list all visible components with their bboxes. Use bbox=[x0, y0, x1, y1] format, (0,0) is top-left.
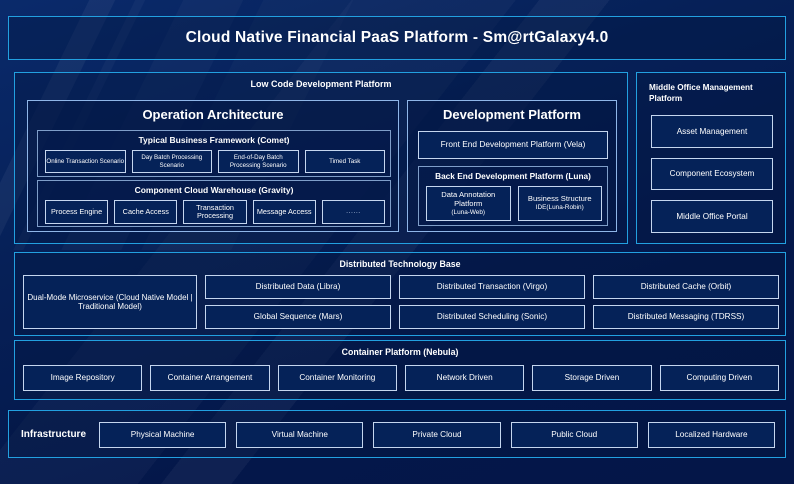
chip-component-ecosystem[interactable]: Component Ecosystem bbox=[651, 157, 773, 191]
chip-business-structure-ide[interactable]: Business Structure IDE(Luna-Robin) bbox=[517, 186, 602, 221]
container-platform-items: Image Repository Container Arrangement C… bbox=[23, 365, 779, 391]
infrastructure-panel: Infrastructure Physical Machine Virtual … bbox=[8, 410, 786, 458]
chip-storage-driven[interactable]: Storage Driven bbox=[532, 365, 652, 391]
chip-business-structure-name: Business Structure bbox=[527, 194, 592, 204]
dtb-column-1: Distributed Data (Libra) Global Sequence… bbox=[205, 275, 391, 329]
chip-physical-machine[interactable]: Physical Machine bbox=[99, 422, 227, 448]
distributed-technology-base-panel: Distributed Technology Base Dual-Mode Mi… bbox=[14, 252, 786, 336]
chip-business-structure-sub: IDE(Luna-Robin) bbox=[535, 204, 584, 212]
dtb-column-3: Distributed Cache (Orbit) Distributed Me… bbox=[593, 275, 779, 329]
chip-dual-mode-microservice[interactable]: Dual-Mode Microservice (Cloud Native Mod… bbox=[23, 275, 197, 329]
middle-office-items: Asset Management Component Ecosystem Mid… bbox=[651, 115, 773, 234]
chip-computing-driven[interactable]: Computing Driven bbox=[659, 365, 779, 391]
component-cloud-warehouse-title: Component Cloud Warehouse (Gravity) bbox=[134, 185, 294, 195]
chip-day-batch-processing-scenario[interactable]: Day Batch Processing Scenario bbox=[131, 150, 212, 173]
component-cloud-warehouse-items: Process Engine Cache Access Transaction … bbox=[45, 200, 386, 224]
chip-private-cloud[interactable]: Private Cloud bbox=[373, 422, 501, 448]
chip-message-access[interactable]: Message Access bbox=[252, 200, 316, 224]
container-platform-title: Container Platform (Nebula) bbox=[341, 347, 459, 357]
back-end-development-platform-panel: Back End Development Platform (Luna) Dat… bbox=[418, 166, 608, 226]
chip-online-transaction-scenario[interactable]: Online Transaction Scenario bbox=[45, 150, 126, 173]
typical-business-framework-title: Typical Business Framework (Comet) bbox=[138, 135, 290, 145]
chip-data-annotation-platform[interactable]: Data Annotation Platform (Luna-Web) bbox=[426, 186, 511, 221]
operation-architecture-title: Operation Architecture bbox=[142, 107, 284, 122]
low-code-platform-title: Low Code Development Platform bbox=[250, 79, 392, 89]
chip-timed-task[interactable]: Timed Task bbox=[304, 150, 385, 173]
chip-container-monitoring[interactable]: Container Monitoring bbox=[277, 365, 397, 391]
chip-more-ellipsis[interactable]: ...... bbox=[321, 200, 386, 224]
infrastructure-label: Infrastructure bbox=[21, 428, 87, 440]
low-code-platform-panel: Low Code Development Platform Operation … bbox=[14, 72, 628, 244]
chip-asset-management[interactable]: Asset Management bbox=[651, 115, 773, 148]
chip-data-annotation-platform-sub: (Luna-Web) bbox=[451, 208, 486, 216]
chip-distributed-messaging[interactable]: Distributed Messaging (TDRSS) bbox=[593, 305, 779, 329]
chip-image-repository[interactable]: Image Repository bbox=[23, 365, 143, 391]
chip-cache-access[interactable]: Cache Access bbox=[114, 200, 178, 224]
chip-public-cloud[interactable]: Public Cloud bbox=[510, 422, 638, 448]
chip-distributed-scheduling[interactable]: Distributed Scheduling (Sonic) bbox=[399, 305, 585, 329]
distributed-technology-base-title: Distributed Technology Base bbox=[339, 259, 461, 269]
title-banner: Cloud Native Financial PaaS Platform - S… bbox=[8, 16, 786, 60]
chip-container-arrangement[interactable]: Container Arrangement bbox=[150, 365, 270, 391]
operation-architecture-panel: Operation Architecture Typical Business … bbox=[27, 100, 399, 232]
chip-distributed-data[interactable]: Distributed Data (Libra) bbox=[205, 275, 391, 299]
typical-business-framework-items: Online Transaction Scenario Day Batch Pr… bbox=[45, 150, 385, 173]
chip-global-sequence[interactable]: Global Sequence (Mars) bbox=[205, 305, 391, 329]
middle-office-panel: Middle Office Management Platform Asset … bbox=[636, 72, 786, 244]
development-platform-panel: Development Platform Front End Developme… bbox=[407, 100, 617, 232]
infrastructure-items: Physical Machine Virtual Machine Private… bbox=[99, 422, 776, 448]
chip-middle-office-portal[interactable]: Middle Office Portal bbox=[651, 200, 773, 234]
chip-distributed-cache[interactable]: Distributed Cache (Orbit) bbox=[593, 275, 779, 299]
middle-office-title: Middle Office Management Platform bbox=[649, 83, 753, 104]
development-platform-title: Development Platform bbox=[443, 107, 581, 122]
chip-transaction-processing[interactable]: Transaction Processing bbox=[183, 200, 247, 224]
chip-network-driven[interactable]: Network Driven bbox=[404, 365, 525, 391]
chip-process-engine[interactable]: Process Engine bbox=[45, 200, 109, 224]
chip-distributed-transaction[interactable]: Distributed Transaction (Virgo) bbox=[399, 275, 585, 299]
chip-virtual-machine[interactable]: Virtual Machine bbox=[236, 422, 364, 448]
chip-localized-hardware[interactable]: Localized Hardware bbox=[647, 422, 776, 448]
container-platform-panel: Container Platform (Nebula) Image Reposi… bbox=[14, 340, 786, 400]
back-end-development-platform-title: Back End Development Platform (Luna) bbox=[435, 171, 591, 181]
back-end-items: Data Annotation Platform (Luna-Web) Busi… bbox=[426, 186, 602, 221]
component-cloud-warehouse-panel: Component Cloud Warehouse (Gravity) Proc… bbox=[37, 180, 391, 227]
chip-data-annotation-platform-name: Data Annotation Platform bbox=[441, 190, 496, 208]
chip-end-of-day-batch-processing-scenario[interactable]: End-of-Day Batch Processing Scenario bbox=[218, 150, 299, 173]
typical-business-framework-panel: Typical Business Framework (Comet) Onlin… bbox=[37, 130, 391, 177]
page-title: Cloud Native Financial PaaS Platform - S… bbox=[185, 29, 609, 46]
distributed-technology-base-items: Dual-Mode Microservice (Cloud Native Mod… bbox=[23, 275, 779, 329]
dtb-column-2: Distributed Transaction (Virgo) Distribu… bbox=[399, 275, 585, 329]
chip-front-end-development-platform[interactable]: Front End Development Platform (Vela) bbox=[418, 131, 608, 159]
